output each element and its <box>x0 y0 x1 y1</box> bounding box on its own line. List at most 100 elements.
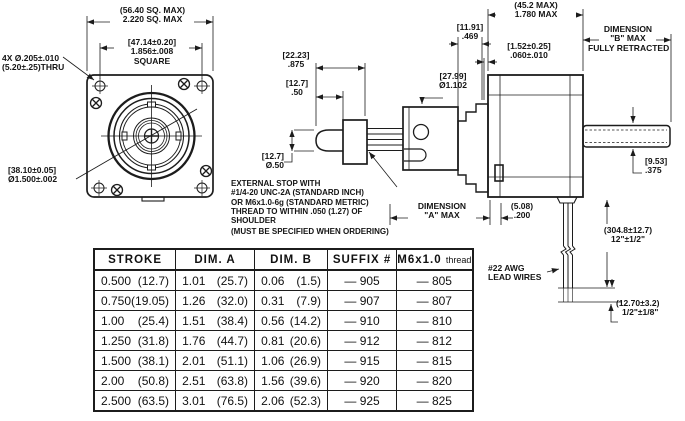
dima-mm: (63.8) <box>216 373 249 388</box>
dimb-in: 0.06 <box>261 273 285 288</box>
pilot-diameter-callout: [38.10±0.05] Ø1.500±.002 <box>8 165 57 185</box>
dim-note: SQUARE <box>133 55 171 66</box>
dimb-in: 0.31 <box>261 293 285 308</box>
dimb-mm: (20.6) <box>289 333 322 348</box>
dimb-mm: (7.9) <box>296 293 322 308</box>
note-line: OR M6x1.0-6g (STANDARD METRIC) <box>231 197 369 207</box>
external-stop-note: EXTERNAL STOP WITH #1/4-20 UNC-2A (STAND… <box>231 179 369 225</box>
suffix: — 910 <box>327 310 398 331</box>
dimb-mm: (14.2) <box>289 313 322 328</box>
stroke-in: 1.00 <box>101 313 125 328</box>
dim-inch: 1/2"±1/8" <box>622 307 659 318</box>
table-row: 2.500(63.5) 3.01(76.5) 2.06(52.3) — 925 … <box>93 390 474 412</box>
dim-outer-square-label: (56.40 SQ. MAX) 2.220 SQ. MAX <box>92 5 213 25</box>
stroke-mm: (25.4) <box>137 313 170 328</box>
dim-bell-length-label: [11.91] .469 <box>448 22 492 42</box>
stroke-in: 2.500 <box>101 393 132 408</box>
dim-metric: [11.91] <box>456 22 484 32</box>
dimb-in: 0.56 <box>261 313 285 328</box>
dim-inch: 1.780 MAX <box>514 9 558 20</box>
dim-shaft-diameter-label: [9.53] .375 <box>645 156 668 176</box>
note-line: (MUST BE SPECIFIED WHEN ORDERING) <box>231 227 389 236</box>
stroke-mm: (63.5) <box>137 393 170 408</box>
mounting-holes-callout: 4X Ø.205±.010 (5.20±.25)THRU <box>2 53 65 73</box>
dim-text: "A" MAX <box>424 210 460 221</box>
metric-suffix: — 820 <box>396 370 474 391</box>
table-row: 1.250(31.8) 1.76(44.7) 0.81(20.6) — 912 … <box>93 330 474 351</box>
dimb-mm: (26.9) <box>289 353 322 368</box>
metric-suffix: — 825 <box>396 390 474 412</box>
stroke-mm: (12.7) <box>137 273 170 288</box>
dimb-in: 1.06 <box>261 353 285 368</box>
stroke-mm: (19.05) <box>131 293 170 308</box>
dim-metric: (12.70±3.2) <box>616 298 660 308</box>
dim-screw-diameter-label: [12.7] Ø.50 <box>238 151 284 171</box>
table-row: 1.500(38.1) 2.01(51.1) 1.06(26.9) — 915 … <box>93 350 474 371</box>
dima-in: 1.76 <box>182 333 206 348</box>
dim-metric: [38.10±0.05] <box>8 165 57 175</box>
dim-metric: (5.08) <box>510 201 534 211</box>
dim-metric: (45.2 MAX) <box>514 0 558 10</box>
dim-metric: [12.7] <box>285 78 309 88</box>
stroke-mm: (31.8) <box>137 333 170 348</box>
metric-thread-sub: thread <box>445 254 472 265</box>
dimb-mm: (39.6) <box>289 373 322 388</box>
table-row: 2.00(50.8) 2.51(63.8) 1.56(39.6) — 920 —… <box>93 370 474 391</box>
dim-inch: 2.220 SQ. MAX <box>122 14 183 25</box>
suffix: — 905 <box>327 269 398 291</box>
dim-text: FULLY RETRACTED <box>588 42 670 53</box>
stroke-in: 0.750 <box>101 293 132 308</box>
metric-thread-main: M6x1.0 <box>397 253 442 266</box>
dim-inch: Ø1.102 <box>439 80 467 91</box>
table-row: 0.500(12.7) 1.01(25.7) 0.06(1.5) — 905 —… <box>93 269 474 291</box>
dimb-in: 2.06 <box>261 393 285 408</box>
metric-suffix: — 805 <box>396 269 474 291</box>
suffix: — 925 <box>327 390 398 412</box>
dim-inch: 1.856±.008 <box>130 46 174 57</box>
dima-in: 1.01 <box>182 273 206 288</box>
dim-text: DIMENSION <box>603 24 653 34</box>
dima-mm: (25.7) <box>216 273 249 288</box>
col-header-dim-b: DIM. B <box>254 248 329 271</box>
dima-mm: (51.1) <box>216 353 249 368</box>
stroke-in: 0.500 <box>101 273 132 288</box>
dimb-mm: (52.3) <box>289 393 322 408</box>
metric-suffix: — 815 <box>396 350 474 371</box>
dim-metric: [22.23] <box>282 50 310 60</box>
stroke-mm: (50.8) <box>137 373 170 388</box>
dim-metric: [1.52±0.25] <box>507 41 551 51</box>
dim-step-label: [1.52±0.25] .060±.010 <box>496 41 562 61</box>
metric-suffix: — 810 <box>396 310 474 331</box>
stroke-spec-table: STROKE DIM. A DIM. B SUFFIX # M6x1.0 thr… <box>93 248 474 412</box>
dimension-b-label: DIMENSION "B" MAX FULLY RETRACTED <box>588 24 670 53</box>
col-header-stroke: STROKE <box>93 248 177 271</box>
suffix: — 912 <box>327 330 398 351</box>
metric-suffix: — 807 <box>396 290 474 311</box>
note-line: #1/4-20 UNC-2A (STANDARD INCH) <box>231 188 364 198</box>
dim-metric: [9.53] <box>645 156 668 166</box>
suffix: — 915 <box>327 350 398 371</box>
table-row: 0.750(19.05) 1.26(32.0) 0.31(7.9) — 907 … <box>93 290 474 311</box>
note-line: EXTERNAL STOP WITH <box>231 179 321 188</box>
dim-inch: .875 <box>287 59 305 70</box>
stroke-in: 1.250 <box>101 333 132 348</box>
dima-mm: (76.5) <box>216 393 249 408</box>
dim-inch: .375 <box>645 165 662 176</box>
dim-metric: [47.14±0.20] <box>127 37 177 47</box>
metric-suffix: — 812 <box>396 330 474 351</box>
dima-mm: (44.7) <box>216 333 249 348</box>
dim-metric: [27.99] <box>439 71 467 81</box>
table-row: 1.00(25.4) 1.51(38.4) 0.56(14.2) — 910 —… <box>93 310 474 331</box>
col-header-dim-a: DIM. A <box>175 248 256 271</box>
dim-bolt-square-label: [47.14±0.20] 1.856±.008 SQUARE <box>102 37 202 66</box>
dim-inch: .060±.010 <box>510 50 548 61</box>
note-line: SHOULDER <box>231 216 276 226</box>
stroke-in: 1.500 <box>101 353 132 368</box>
col-header-metric-thread: M6x1.0 thread <box>396 248 474 271</box>
dim-wire-offset-label: (5.08) .200 <box>504 201 540 221</box>
callout-line: (5.20±.25)THRU <box>2 62 65 73</box>
suffix: — 920 <box>327 370 398 391</box>
dim-metric: [12.7] <box>261 151 284 161</box>
dim-text: "B" MAX <box>610 33 646 44</box>
